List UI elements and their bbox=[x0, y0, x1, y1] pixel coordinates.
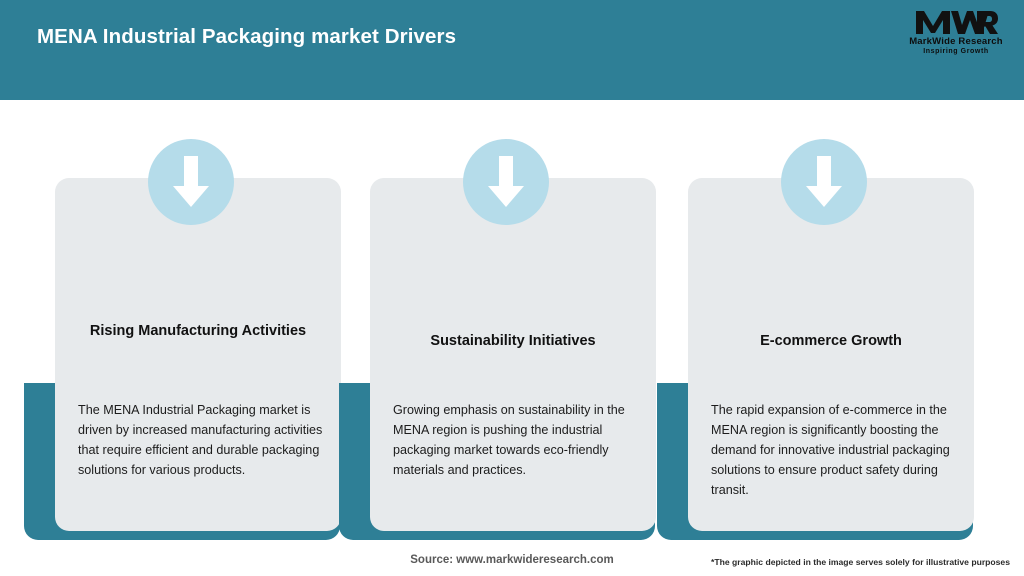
card-title: E-commerce Growth bbox=[760, 333, 902, 349]
brand-logo: MarkWide Research Inspiring Growth bbox=[904, 8, 1008, 60]
arrow-down-glyph bbox=[806, 156, 842, 207]
arrow-down-icon bbox=[463, 139, 549, 225]
source-label: Source: www.markwideresearch.com bbox=[410, 554, 614, 566]
card-panel: E-commerce Growth The rapid expansion of… bbox=[688, 178, 974, 531]
mwr-logo-icon bbox=[916, 11, 998, 34]
logo-tagline: Inspiring Growth bbox=[923, 48, 989, 55]
page-title: MENA Industrial Packaging market Drivers bbox=[37, 25, 457, 48]
arrow-down-icon bbox=[781, 139, 867, 225]
header-bar: MENA Industrial Packaging market Drivers… bbox=[0, 0, 1024, 100]
card-body-text: The rapid expansion of e-commerce in the… bbox=[711, 403, 950, 497]
card-panel: Sustainability Initiatives Growing empha… bbox=[370, 178, 656, 531]
driver-card-3: E-commerce Growth The rapid expansion of… bbox=[657, 100, 997, 540]
arrow-down-glyph bbox=[488, 156, 524, 207]
disclaimer-label: *The graphic depicted in the image serve… bbox=[711, 557, 1010, 567]
card-body-text: Growing emphasis on sustainability in th… bbox=[393, 403, 625, 477]
driver-card-2: Sustainability Initiatives Growing empha… bbox=[339, 100, 669, 540]
arrow-down-icon bbox=[148, 139, 234, 225]
card-title: Rising Manufacturing Activities bbox=[89, 323, 307, 339]
card-body-text: The MENA Industrial Packaging market is … bbox=[78, 403, 323, 477]
logo-company-name: MarkWide Research bbox=[909, 36, 1003, 47]
arrow-down-glyph bbox=[173, 156, 209, 207]
driver-card-1: Rising Manufacturing Activities The MENA… bbox=[24, 100, 354, 540]
card-panel: Rising Manufacturing Activities The MENA… bbox=[55, 178, 341, 531]
card-title: Sustainability Initiatives bbox=[430, 333, 596, 349]
drivers-board: Rising Manufacturing Activities The MENA… bbox=[0, 100, 1024, 540]
